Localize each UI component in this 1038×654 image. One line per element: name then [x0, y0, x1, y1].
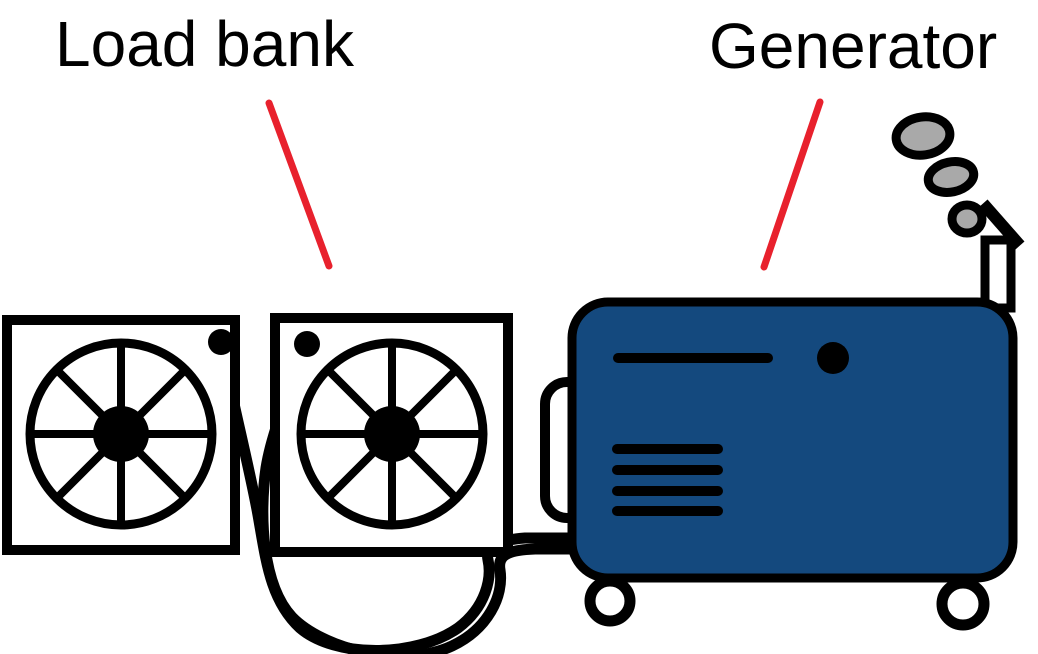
load-bank-pointer-line — [265, 99, 333, 270]
exhaust-pipe-bend — [978, 199, 1025, 250]
generator-body — [567, 297, 1018, 583]
smoke-puff-large — [891, 112, 955, 160]
generator-pointer-line — [760, 98, 824, 271]
generator-unit — [540, 199, 1025, 631]
cable-2 — [257, 338, 586, 654]
generator-wheel-right — [936, 577, 990, 631]
generator-vent-grille — [612, 444, 723, 516]
load-bank-fan-unit-1 — [2, 315, 240, 555]
generator-label: Generator — [709, 10, 997, 82]
generator-wheel-left — [584, 575, 636, 627]
smoke-puff-small — [947, 200, 987, 238]
fan-2-cable-terminal — [294, 331, 320, 357]
generator-button — [817, 342, 849, 374]
load-bank-fan-unit-2 — [270, 313, 513, 557]
fan-1-cable-terminal — [208, 329, 234, 355]
exhaust-pipe — [980, 235, 1016, 313]
fan-1-hub — [93, 406, 149, 462]
load-bank-label: Load bank — [55, 8, 355, 80]
fan-2-hub — [364, 406, 420, 462]
smoke-puff-medium — [923, 157, 979, 197]
exhaust-smoke — [891, 112, 987, 238]
connection-cables — [215, 336, 586, 654]
